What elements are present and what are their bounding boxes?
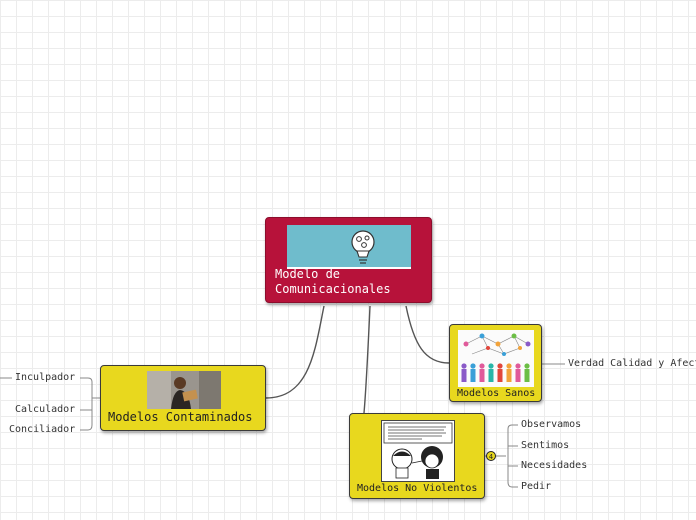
node-modelos-contaminados[interactable]: Modelos Contaminados — [100, 365, 266, 431]
person-photo — [147, 371, 221, 409]
leaf-conciliador[interactable]: Conciliador — [9, 424, 76, 435]
leaf-verdad-calidad-afecto[interactable]: Verdad Calidad y Afecto — [568, 358, 696, 369]
connector-root-sanos — [405, 305, 450, 364]
noviolentos-label: Modelos No Violentos — [357, 483, 478, 494]
contaminados-image — [147, 371, 221, 409]
connector-root-contaminados — [265, 305, 325, 399]
node-modelos-sanos[interactable]: Modelos Sanos — [449, 324, 542, 402]
people-network-icon — [461, 333, 531, 382]
sanos-image — [458, 330, 534, 387]
leaf-calculador[interactable]: Calculador — [15, 404, 76, 415]
connector-contaminados-leaves — [0, 377, 100, 431]
leaf-necesidades[interactable]: Necesidades — [521, 460, 588, 471]
node-modelos-no-violentos[interactable]: Modelos No Violentos — [349, 413, 485, 499]
noviolentos-image — [381, 420, 455, 482]
connector-root-noviolentos — [363, 305, 371, 414]
root-node[interactable]: Modelo de Comunicacionales — [265, 217, 432, 303]
root-image — [287, 225, 411, 269]
leaf-pedir[interactable]: Pedir — [521, 481, 552, 492]
contaminados-label: Modelos Contaminados — [108, 410, 253, 424]
sanos-label: Modelos Sanos — [457, 388, 536, 399]
leaf-inculpador[interactable]: Inculpador — [15, 372, 76, 383]
collapse-toggle-icon[interactable]: 4 — [486, 451, 496, 461]
root-label: Modelo de Comunicacionales — [275, 267, 391, 296]
lightbulb-icon — [351, 230, 375, 264]
leaf-sentimos[interactable]: Sentimos — [521, 440, 570, 451]
leaf-observamos[interactable]: Observamos — [521, 419, 582, 430]
comic-strip — [383, 422, 453, 479]
